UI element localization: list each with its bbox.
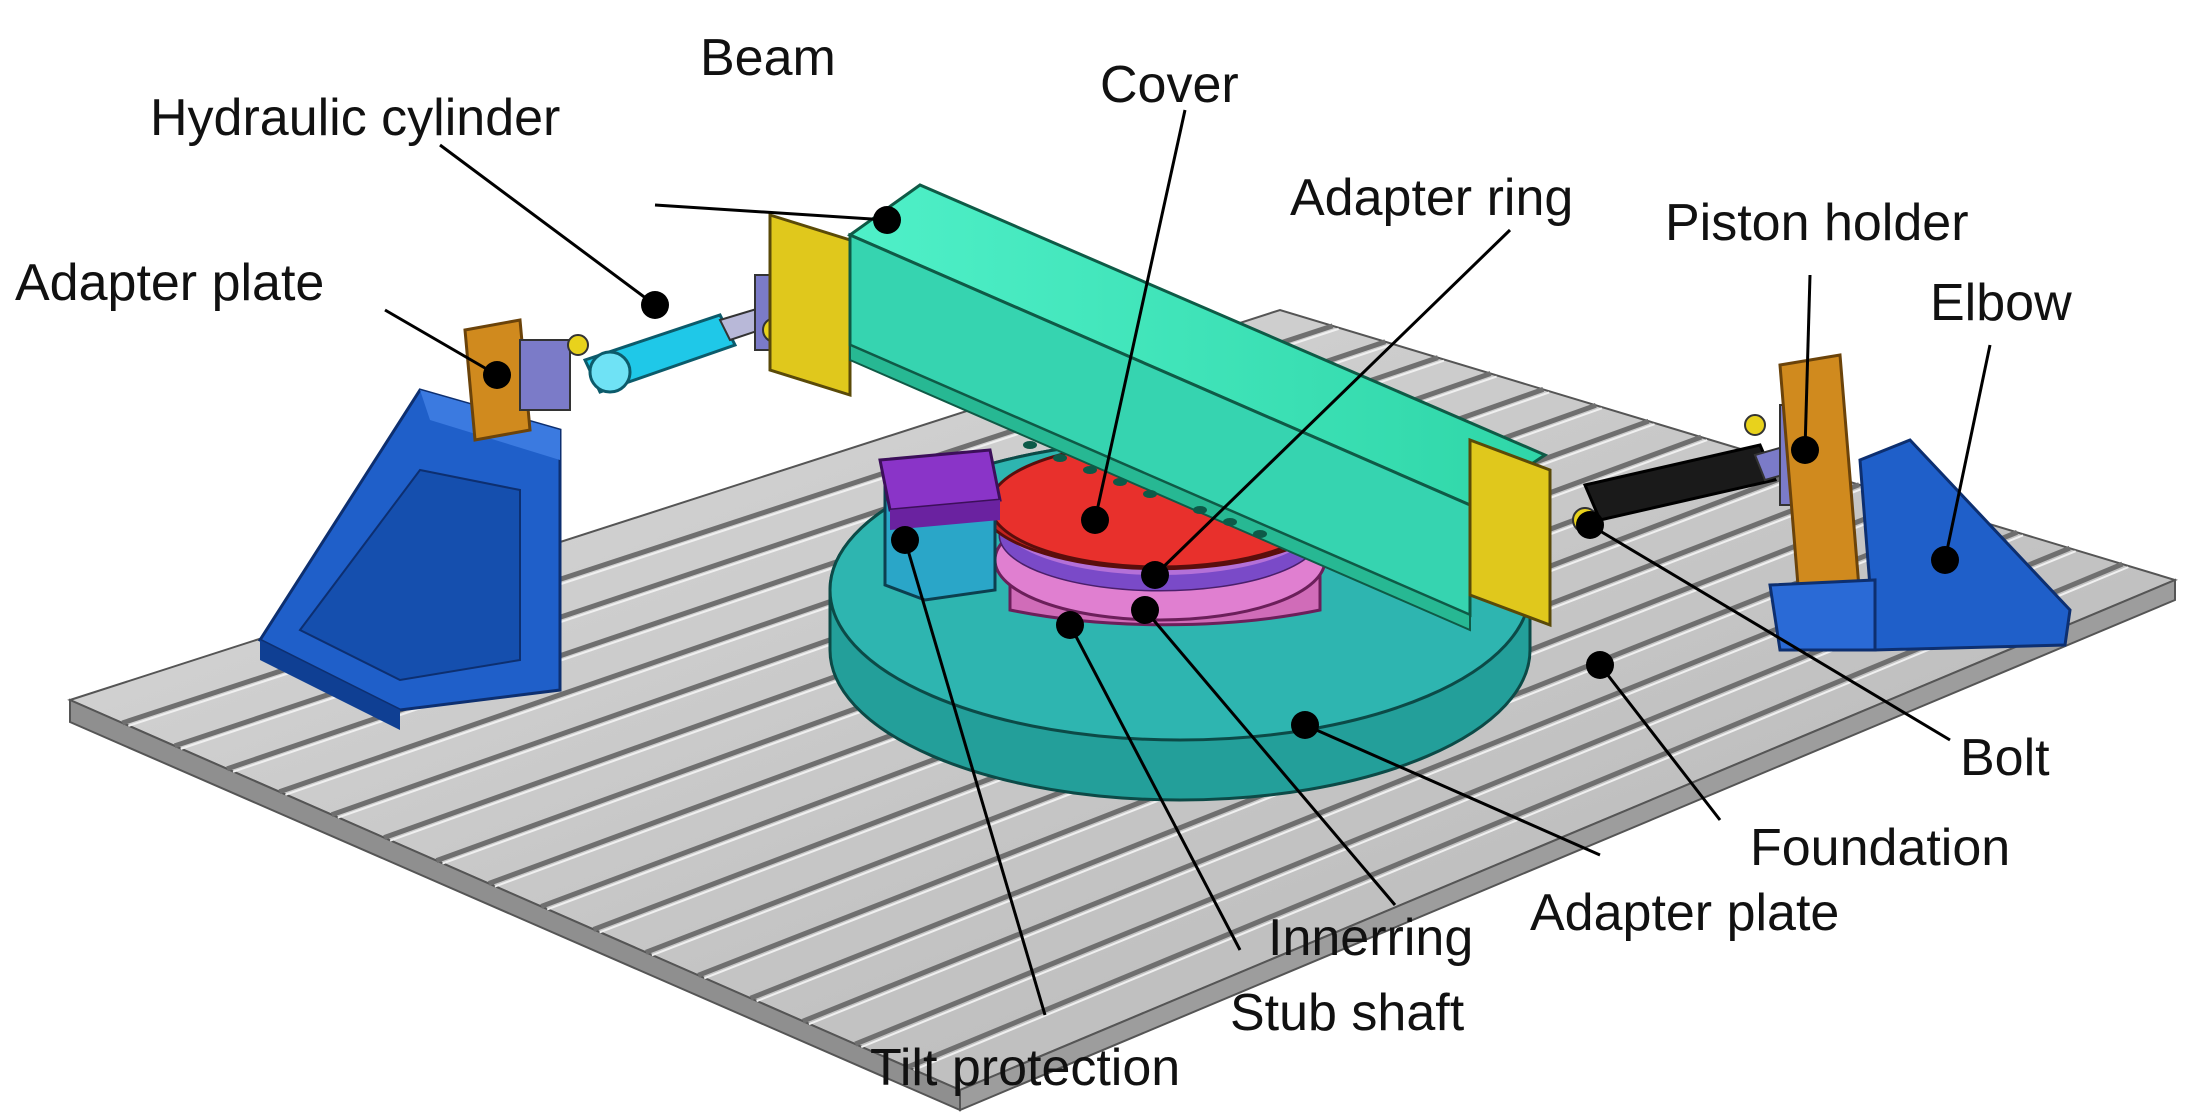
leader-tilt-protection [903,539,1047,1016]
leader-adapter-plate-left [384,308,498,377]
adapter-plate-left-part [463,318,589,442]
elbow-left [257,388,562,730]
beam-hole [1113,478,1127,486]
leader-cover [1093,109,1187,521]
leader-piston-holder [1803,274,1812,451]
beam-hole [1143,490,1157,498]
label-cover: Cover [1100,56,1239,114]
label-elbow: Elbow [1930,274,2072,332]
leader-innerring [1143,609,1397,906]
label-adapter-plate-bottom: Adapter plate [1530,884,1839,942]
label-hydraulic-cylinder: Hydraulic cylinder [150,89,560,147]
beam-hole [1083,466,1097,474]
label-beam: Beam [700,29,836,87]
beam-hole [1223,518,1237,526]
leader-hydraulic-cylinder [439,143,656,307]
tilt-protection-block [878,448,1002,602]
leader-adapter-ring [1153,228,1512,577]
foundation-right-side [959,578,2176,1112]
label-bolt: Bolt [1960,729,2050,787]
labels: Beam Hydraulic cylinder Cover Adapter ri… [15,29,2072,1097]
label-piston-holder: Piston holder [1665,194,1969,252]
right-assembly [1572,353,2072,652]
leader-beam [654,203,888,222]
hydraulic-cylinder-right [1582,443,1778,522]
beam-hole [1053,454,1067,462]
label-adapter-ring: Adapter ring [1290,169,1573,227]
beam-part [768,183,1552,632]
beam-hole [1193,506,1207,514]
leader-stub-shaft [1068,624,1242,951]
leader-foundation [1598,664,1722,821]
label-adapter-plate-left: Adapter plate [15,254,324,312]
label-innerring: Innerring [1268,909,1473,967]
beam-holes [1023,441,1267,538]
beam-hole [1253,530,1267,538]
label-stub-shaft: Stub shaft [1230,984,1465,1042]
leader-adapter-plate-bottom [1304,723,1601,857]
leader-bolt [1589,523,1951,742]
leader-lines [384,109,1992,1016]
leader-elbow [1943,344,1992,561]
beam-hole [1023,441,1037,449]
label-foundation: Foundation [1750,819,2010,877]
label-tilt-protection: Tilt protection [870,1039,1180,1097]
